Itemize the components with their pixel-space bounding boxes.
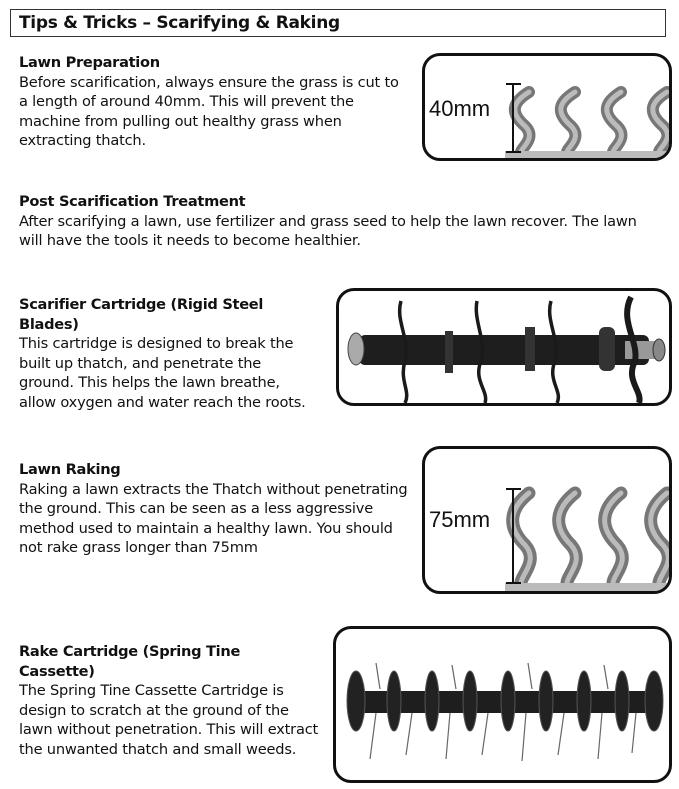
scarifier-cartridge-image (336, 288, 672, 406)
section-lawn-raking: Lawn Raking Raking a lawn extracts the T… (19, 460, 419, 558)
grass-blades-icon (505, 486, 669, 591)
section-title: Lawn Raking (19, 461, 121, 478)
figure-label: 75mm (429, 507, 491, 532)
section-body: This cartridge is designed to break the … (19, 335, 306, 411)
section-rake-cartridge: Rake Cartridge (Spring Tine Cassette) Th… (19, 642, 319, 759)
grass-blades-icon (505, 83, 669, 158)
section-title: Scarifier Cartridge (Rigid Steel Blades) (19, 296, 264, 333)
spring-tine-cassette-icon (346, 662, 664, 762)
page-title: Tips & Tricks – Scarifying & Raking (19, 13, 340, 33)
section-scarifier-cartridge: Scarifier Cartridge (Rigid Steel Blades)… (19, 295, 319, 412)
section-body: Before scarification, always ensure the … (19, 73, 399, 150)
section-body: The Spring Tine Cassette Cartridge is de… (19, 682, 319, 758)
section-post-scarification: Post Scarification Treatment After scari… (19, 192, 659, 251)
section-body: After scarifying a lawn, use fertilizer … (19, 212, 637, 250)
section-title: Rake Cartridge (Spring Tine Cassette) (19, 643, 241, 680)
grass-length-75mm-illustration: 75mm (422, 446, 672, 594)
grass-length-40mm-illustration: 40mm (422, 53, 672, 161)
section-body: Raking a lawn extracts the Thatch withou… (19, 480, 408, 557)
section-lawn-preparation: Lawn Preparation Before scarification, a… (19, 53, 404, 151)
page-header: Tips & Tricks – Scarifying & Raking (10, 9, 666, 37)
section-title: Post Scarification Treatment (19, 193, 246, 210)
scarifier-cartridge-icon (347, 295, 666, 403)
section-title: Lawn Preparation (19, 54, 160, 71)
rake-cartridge-image (333, 626, 672, 783)
figure-label: 40mm (429, 96, 491, 121)
